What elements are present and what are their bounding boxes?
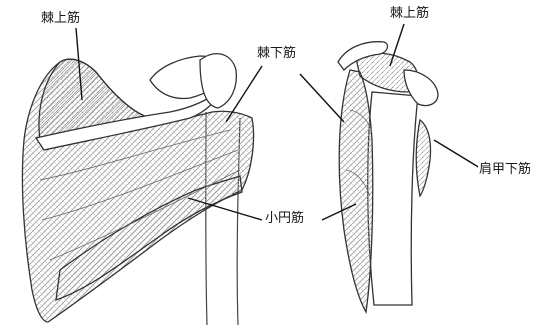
label-supraspinatus-right: 棘上筋 <box>389 6 430 21</box>
label-infraspinatus: 棘下筋 <box>256 46 297 61</box>
posterior-view <box>22 54 253 325</box>
humerus-right <box>368 92 418 305</box>
label-supraspinatus-left: 棘上筋 <box>40 11 81 26</box>
leader-infraspinatus-right <box>300 74 344 122</box>
anterior-view <box>338 42 438 312</box>
label-subscapularis: 肩甲下筋 <box>478 162 532 177</box>
label-teres-minor: 小円筋 <box>264 211 305 226</box>
leader-subscapularis <box>434 140 480 168</box>
subscapularis-bundle <box>416 120 430 196</box>
